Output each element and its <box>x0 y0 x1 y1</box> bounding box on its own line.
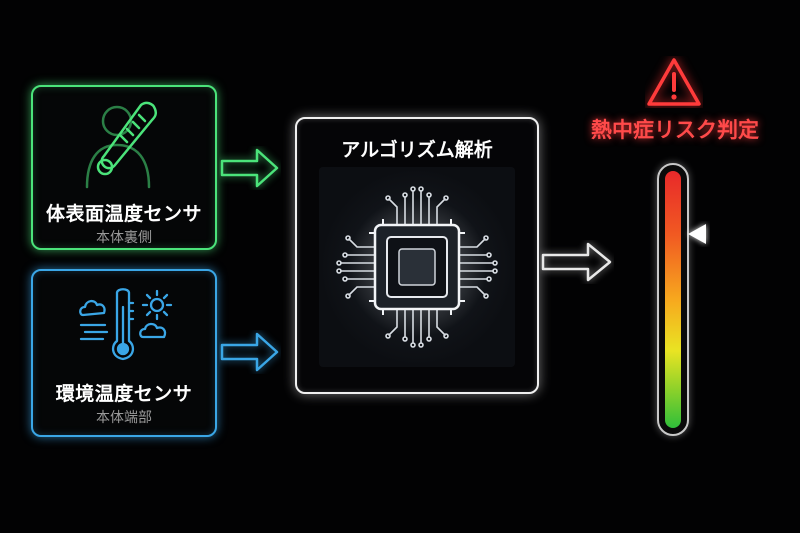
heatstroke-risk-title: 熱中症リスク判定 <box>591 118 759 142</box>
chip-panel <box>319 167 515 367</box>
risk-pointer-icon <box>688 224 706 245</box>
body-temp-sensor-card: 体表面温度センサ 本体裏側 <box>31 85 217 250</box>
warning-triangle-icon <box>647 58 701 106</box>
body-temp-sensor-location: 本体裏側 <box>96 230 152 246</box>
weather-thermometer-icon <box>79 288 173 361</box>
risk-meter <box>657 163 689 436</box>
processor-chip-icon <box>336 186 498 348</box>
arrow-right-icon <box>220 332 279 372</box>
arrow-right-icon <box>220 148 279 188</box>
body-temp-sensor-title: 体表面温度センサ <box>45 203 202 225</box>
arrow-right-icon <box>541 242 612 282</box>
risk-meter-fill <box>665 171 681 428</box>
env-temp-sensor-card: 環境温度センサ 本体端部 <box>31 269 217 437</box>
algorithm-title: アルゴリズム解析 <box>341 139 493 161</box>
env-temp-sensor-title: 環境温度センサ <box>55 383 193 405</box>
algorithm-box: アルゴリズム解析 <box>295 117 539 394</box>
thermometer-person-icon <box>85 101 158 189</box>
env-temp-sensor-location: 本体端部 <box>96 410 152 426</box>
